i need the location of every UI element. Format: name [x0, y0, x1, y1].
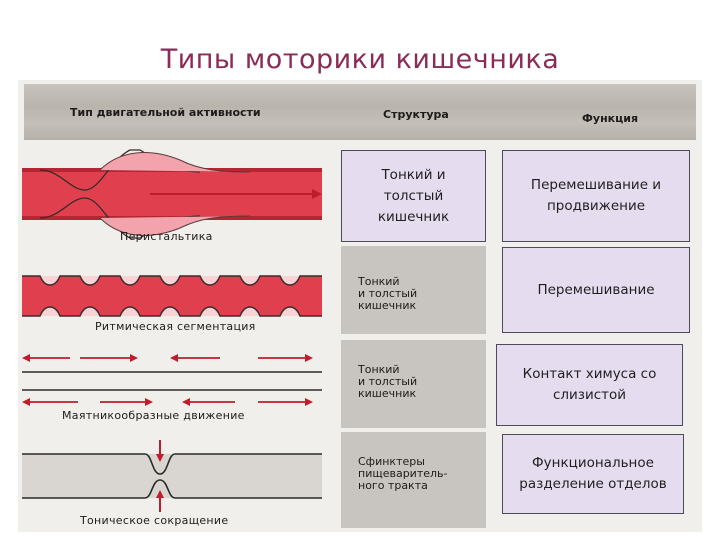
- structure-cell-bg: [341, 246, 486, 334]
- page-title: Типы моторики кишечника: [160, 44, 560, 75]
- function-cell-2: Перемешивание: [502, 247, 690, 333]
- structure-cell-4: Сфинктеры пищеваритель- ного тракта: [358, 455, 448, 492]
- header-type: Тип двигательной активности: [70, 106, 261, 119]
- function-cell-1: Перемешивание и продвижение: [502, 150, 690, 242]
- segmentation-diagram: [22, 275, 322, 317]
- header-function: Функция: [582, 112, 639, 125]
- label-segmentation: Ритмическая сегментация: [95, 320, 256, 333]
- function-cell-4: Функциональное разделение отделов: [502, 434, 684, 514]
- tonic-diagram: [22, 440, 322, 512]
- structure-cell-2: Тонкий и толстый кишечник: [358, 275, 418, 312]
- pendular-diagram: [22, 354, 322, 406]
- label-tonic: Тоническое сокращение: [80, 514, 229, 527]
- structure-cell-bg: [341, 432, 486, 528]
- structure-cell-3: Тонкий и толстый кишечник: [358, 363, 418, 400]
- peristalsis-diagram: [22, 149, 322, 239]
- label-pendular: Маятникообразные движение: [62, 409, 245, 422]
- structure-cell-1: Тонкий и толстый кишечник: [341, 150, 486, 242]
- table-header-band: [24, 84, 696, 140]
- function-cell-3: Контакт химуса со слизистой: [496, 344, 683, 426]
- header-structure: Структура: [383, 108, 449, 121]
- structure-cell-bg: [341, 340, 486, 428]
- label-peristalsis: Перистальтика: [120, 230, 213, 243]
